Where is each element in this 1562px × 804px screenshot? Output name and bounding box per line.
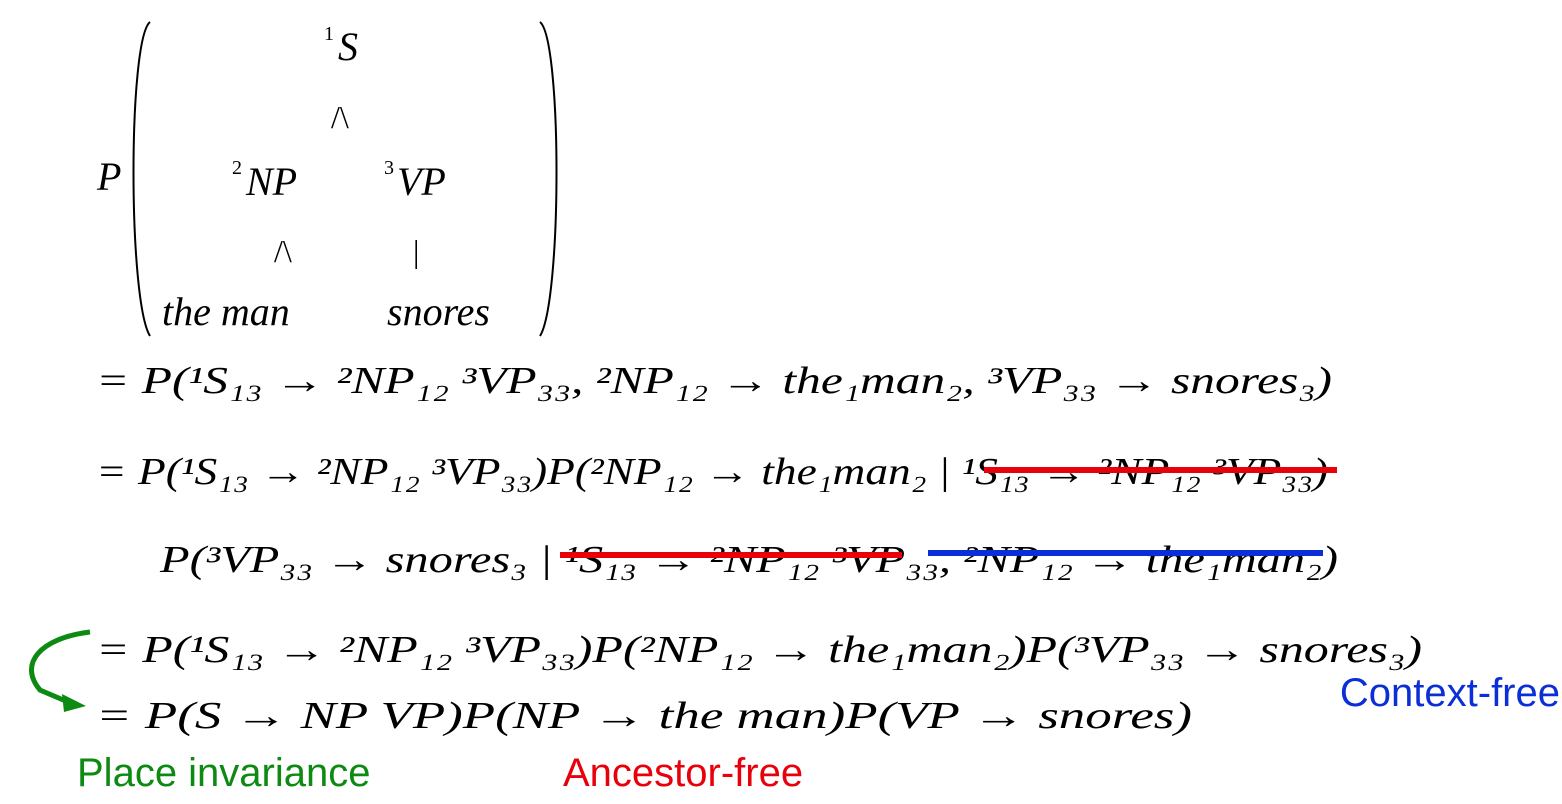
left-big-paren (132, 21, 151, 337)
derivation-line-3: P(³VP₃₃ → snores₃ | ¹S₁₃ → ²NP₁₂ ³VP₃₃, … (159, 539, 1338, 581)
vp-branch: | (413, 233, 419, 269)
root-node-s: S (338, 24, 358, 69)
derivation-line-5: = P(S → NP VP)P(NP → the man)P(VP → snor… (96, 695, 1192, 737)
root-branch: /\ (331, 99, 349, 135)
vp-superscript: 3 (384, 157, 394, 179)
vp-node: VP (397, 159, 446, 204)
right-big-paren (539, 21, 558, 337)
ancestor-free-label: Ancestor-free (563, 751, 803, 795)
place-invariance-arrow (29, 629, 91, 712)
derivation-line-1: = P(¹S₁₃ → ²NP₁₂ ³VP₃₃, ²NP₁₂ → the₁man₂… (96, 360, 1332, 402)
np-branch: /\ (274, 233, 292, 269)
parse-tree-probability: P 1 S /\ 2 NP 3 VP /\ | the man snores (96, 21, 558, 337)
derivation-line-4: = P(¹S₁₃ → ²NP₁₂ ³VP₃₃)P(²NP₁₂ → the₁man… (96, 629, 1422, 671)
leaf-snores: snores (387, 289, 490, 334)
arrowhead-icon (62, 694, 86, 712)
tree-prefix-p: P (96, 154, 121, 199)
arrow-curve (29, 629, 91, 705)
np-node: NP (245, 159, 297, 204)
np-superscript: 2 (232, 157, 242, 179)
context-free-label: Context-free (1340, 671, 1560, 715)
place-invariance-label: Place invariance (77, 751, 371, 795)
leaf-the-man: the man (162, 289, 290, 334)
root-superscript: 1 (324, 23, 334, 45)
